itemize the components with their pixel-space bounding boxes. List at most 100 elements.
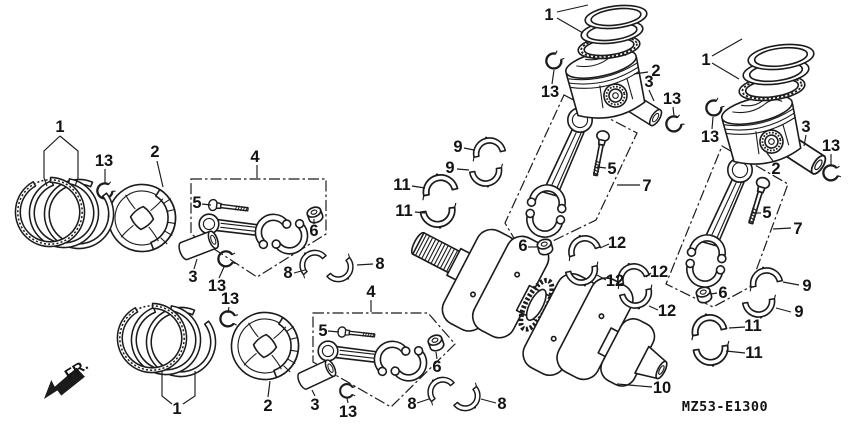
fr-arrow-icon xyxy=(44,367,85,399)
circlip-front-right-inner xyxy=(663,112,687,135)
callout-circlip-label-rear-right-inner: 13 xyxy=(822,137,840,155)
leader-line-ring-set-label-rear-right xyxy=(711,62,740,80)
callout-ring-set-label-front-right: 1 xyxy=(544,6,553,24)
leader-line-main-bearing-label-11a xyxy=(411,185,426,189)
leader-line-rod-nut-label-rear-left xyxy=(435,351,438,360)
leader-line-ring-set-label-rear-left xyxy=(161,371,173,405)
leader-line-circlip-label-rear-left-outer xyxy=(227,306,230,314)
callout-main-bearing-label-9b: 9 xyxy=(445,159,454,177)
callout-piston-label-rear-left: 2 xyxy=(263,397,272,415)
callout-circlip-label-rear-left-inner: 13 xyxy=(339,403,357,421)
leader-line-piston-pin-label-rear-left xyxy=(311,389,316,397)
circlip-front-left-inner xyxy=(216,249,239,270)
callout-main-bearing-label-12c: 12 xyxy=(650,263,668,281)
callout-piston-pin-label-rear-right: 3 xyxy=(801,118,810,136)
leader-line-ring-set-label-front-left xyxy=(74,177,79,187)
leader-line-ring-set-label-front-right xyxy=(556,4,589,13)
callout-circlip-label-rear-left-outer: 13 xyxy=(221,290,239,308)
callout-ring-set-label-rear-right: 1 xyxy=(701,51,710,69)
leader-line-main-bearing-label-12a xyxy=(599,243,610,249)
ring-set-front-right xyxy=(577,4,648,60)
leader-line-ring-set-label-rear-right xyxy=(711,38,743,57)
callout-rod-assembly-label-front-left: 4 xyxy=(250,148,260,166)
callout-main-bearing-label-11b: 11 xyxy=(395,202,412,220)
callout-circlip-label-front-right-inner: 13 xyxy=(663,90,681,108)
callout-rod-bearing-label-rear-left-a: 8 xyxy=(407,395,416,413)
callout-rod-nut-label-front-left: 6 xyxy=(309,222,318,240)
callout-conrod-label-rear-right: 7 xyxy=(793,220,802,238)
fr-indicator: FR. xyxy=(44,357,91,399)
callout-main-bearing-label-12a: 12 xyxy=(608,234,626,252)
leader-line-rod-bolt-label-rear-left xyxy=(327,330,340,333)
leader-line-piston-label-rear-right xyxy=(766,152,774,162)
leader-line-main-bearing-label-12d xyxy=(648,305,659,311)
leader-line-ring-set-label-front-left xyxy=(43,177,48,187)
rod-assembly-box-front-left xyxy=(190,178,327,278)
leader-line-main-bearing-label-9c xyxy=(782,281,800,286)
callout-main-bearing-label-12d: 12 xyxy=(658,302,676,320)
piston-front-left xyxy=(104,180,180,256)
leader-line-rod-bolt-label-front-left xyxy=(201,203,212,206)
callout-piston-label-rear-right: 2 xyxy=(771,160,780,178)
conrod-box-front-right xyxy=(504,94,638,256)
circlip-rear-left-inner xyxy=(337,381,359,401)
main-bearing-shell-9c xyxy=(745,262,784,292)
callout-circlip-label-front-right-outer: 13 xyxy=(541,83,559,101)
leader-line-piston-label-front-right xyxy=(633,71,649,75)
leader-line-piston-label-rear-left xyxy=(267,380,271,398)
rod-nut-rear-left xyxy=(426,332,446,354)
callout-circlip-label-front-left-outer: 13 xyxy=(95,152,113,170)
main-bearing-shell-12a xyxy=(562,229,603,262)
callout-ring-set-label-rear-left: 1 xyxy=(172,400,181,418)
callout-piston-label-front-right: 2 xyxy=(651,62,660,80)
leader-line-main-bearing-label-12b xyxy=(596,274,607,281)
leader-line-ring-set-label-front-right xyxy=(556,17,584,34)
callout-ring-set-label-front-left: 1 xyxy=(55,118,64,136)
rod-assembly-box-rear-left xyxy=(312,312,456,408)
rod-bearing-shell-front-left-b xyxy=(324,253,362,290)
rod-bearing-shell-rear-left-b xyxy=(451,382,489,419)
callout-main-bearing-label-9a: 9 xyxy=(453,138,462,156)
leader-line-main-bearing-label-11d xyxy=(725,350,746,354)
callout-rod-bolt-label-front-right: 5 xyxy=(607,160,616,178)
callout-rod-nut-label-rear-right: 6 xyxy=(718,284,727,302)
leader-line-rod-bearing-label-front-left-b xyxy=(356,263,374,266)
callout-rod-bolt-label-rear-left: 5 xyxy=(318,322,327,340)
circlip-rear-right-inner xyxy=(821,163,843,183)
piston-ring-sets xyxy=(7,4,815,392)
callout-main-bearing-label-11c: 11 xyxy=(744,317,761,335)
leader-line-main-bearing-label-11c xyxy=(728,326,746,329)
conrod-front-right xyxy=(522,108,592,241)
leader-line-piston-pin-label-front-right xyxy=(648,89,655,102)
callout-rod-bearing-label-front-left-b: 8 xyxy=(375,255,384,273)
callout-piston-label-front-left: 2 xyxy=(150,143,159,161)
ring-set-front-left xyxy=(7,165,128,264)
callout-main-bearing-label-12b: 12 xyxy=(606,272,624,290)
callout-rod-assembly-label-rear-left: 4 xyxy=(366,283,376,301)
leader-line-rod-bearing-label-rear-left-a xyxy=(416,398,430,404)
leader-line-circlip-label-rear-right-outer xyxy=(711,116,714,130)
callout-crankshaft-label: 10 xyxy=(653,379,671,397)
callout-rod-bearing-label-front-left-a: 8 xyxy=(283,264,292,282)
leader-line-rod-bearing-label-front-left-a xyxy=(293,269,306,274)
callout-circlip-label-rear-right-outer: 13 xyxy=(701,128,719,146)
leader-line-circlip-label-rear-left-inner xyxy=(346,397,349,404)
rod-nut-rear-right xyxy=(694,285,714,305)
leader-line-ring-set-label-front-left xyxy=(59,135,79,178)
callout-main-bearing-label-9c: 9 xyxy=(802,277,811,295)
callout-main-bearing-label-9d: 9 xyxy=(794,303,803,321)
leader-line-main-bearing-label-9d xyxy=(775,307,792,313)
leader-line-rod-bolt-label-front-right xyxy=(596,166,607,169)
ring-set-rear-left xyxy=(109,293,230,392)
rod-bolt-rear-left xyxy=(336,325,376,342)
callout-rod-bolt-label-front-left: 5 xyxy=(192,194,201,212)
leader-line-main-bearing-label-9b xyxy=(456,168,470,171)
main-bearing-shell-11d xyxy=(692,340,733,370)
leader-line-crankshaft-label xyxy=(616,383,653,388)
leader-line-conrod-label-rear-right xyxy=(772,227,792,230)
main-bearing-shell-9b xyxy=(468,163,507,191)
callout-piston-pin-label-rear-left: 3 xyxy=(310,396,319,414)
